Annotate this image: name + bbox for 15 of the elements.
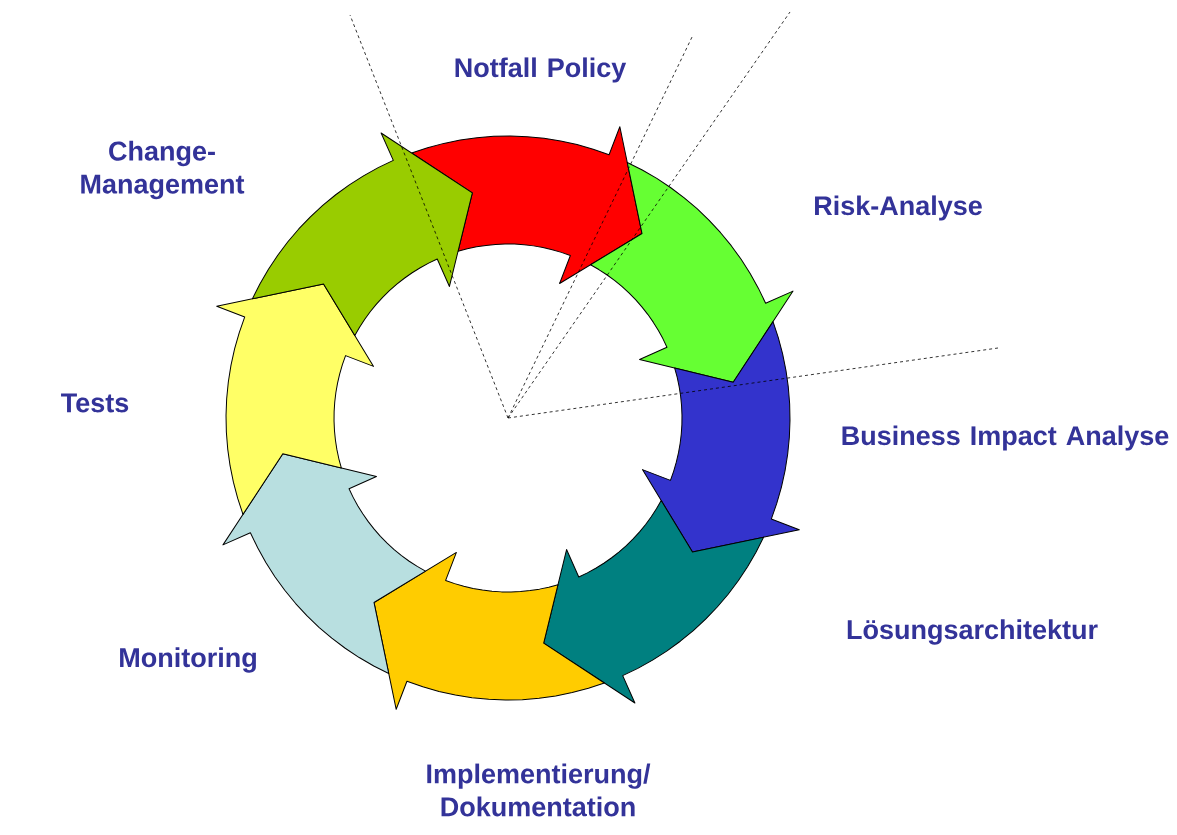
cycle-segment	[590, 161, 794, 383]
arrow-label: Business Impact Analyse	[842, 425, 1169, 451]
cycle-segment	[543, 500, 765, 704]
cycle-segment	[251, 132, 473, 336]
cycle-segment	[216, 283, 375, 515]
arrow-label: Notfall Policy	[455, 57, 627, 83]
arrow-label: Risk-Analyse	[815, 195, 982, 221]
cycle-segment	[411, 126, 643, 285]
cycle-segment	[641, 321, 800, 553]
cycle-segment	[373, 551, 605, 710]
arrow-label: Monitoring	[120, 647, 256, 673]
arrow-label: Lösungsarchitektur	[847, 619, 1098, 645]
arrow-label: Tests	[61, 393, 129, 413]
arrow-label: Change- Management	[81, 140, 245, 200]
arrow-label: Implementierung/ Dokumentation	[427, 763, 651, 817]
